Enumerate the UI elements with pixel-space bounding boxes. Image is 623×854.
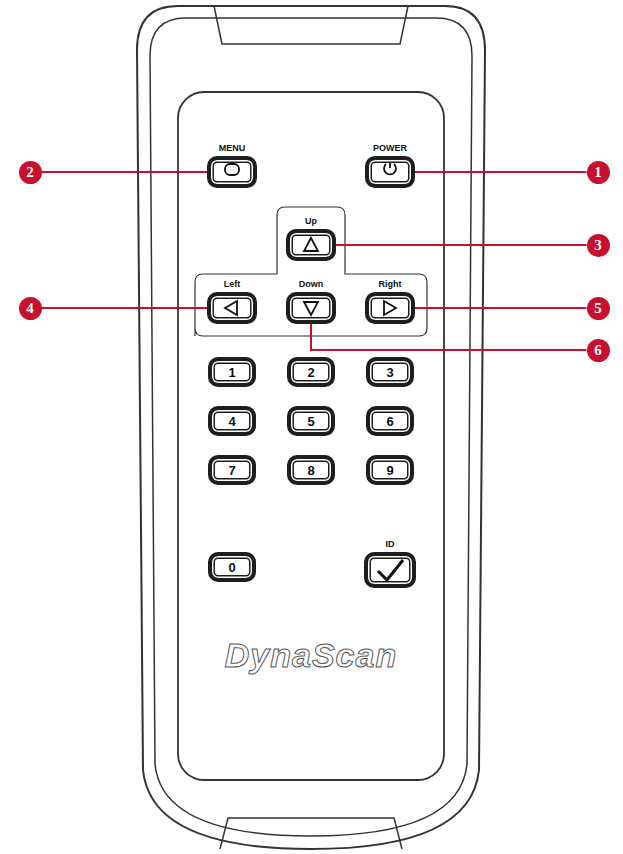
top-notch <box>214 6 408 44</box>
key-digit: 3 <box>386 365 393 380</box>
direction-group-outline <box>195 207 427 336</box>
remote-button: Down <box>286 292 336 324</box>
callout-circle: 6 <box>587 339 610 362</box>
remote-button: 1 <box>208 357 256 387</box>
callout-number: 3 <box>594 238 602 253</box>
key-digit: 0 <box>228 560 235 575</box>
remote-button: 4 <box>208 406 256 436</box>
remote-button: ID <box>364 552 416 588</box>
button-label: Up <box>305 216 317 227</box>
callout-circle: 2 <box>19 161 42 184</box>
leader-line <box>336 244 587 246</box>
remote-button: 2 <box>287 357 335 387</box>
key-digit: 7 <box>228 463 235 478</box>
callout-number: 2 <box>26 165 34 180</box>
leader-line <box>415 307 587 309</box>
right-triangle <box>384 301 396 315</box>
remote-button: MENU <box>207 156 257 188</box>
callout-circle: 1 <box>587 161 610 184</box>
leader-line <box>42 307 208 309</box>
callout-circle: 3 <box>587 234 610 257</box>
face-panel <box>178 92 444 780</box>
up-triangle <box>304 238 318 251</box>
callout-number: 4 <box>26 301 34 316</box>
remote-button: 6 <box>366 406 414 436</box>
callout-number: 1 <box>594 165 602 180</box>
bottom-notch <box>220 818 402 849</box>
remote-button: 9 <box>366 455 414 485</box>
leader-line <box>311 324 587 350</box>
button-label: MENU <box>219 143 246 154</box>
key-digit: 9 <box>386 463 393 478</box>
remote-button: Up <box>286 229 336 261</box>
housing-inner-edge <box>150 18 472 836</box>
remote-button: 0 <box>208 552 256 582</box>
remote-button: 7 <box>208 455 256 485</box>
callout-number: 6 <box>594 343 602 358</box>
menu-icon <box>225 164 239 175</box>
key-digit: 6 <box>386 414 393 429</box>
remote-button: POWER <box>365 156 415 188</box>
remote-body <box>137 6 485 849</box>
button-label: ID <box>386 539 395 550</box>
key-digit: 4 <box>228 414 235 429</box>
button-label: Down <box>299 279 324 290</box>
power-icon <box>384 160 396 174</box>
left-triangle <box>225 301 237 315</box>
callout-circle: 4 <box>19 297 42 320</box>
down-triangle <box>304 302 318 315</box>
key-digit: 8 <box>307 463 314 478</box>
check-mark <box>378 560 403 580</box>
key-digit: 2 <box>307 365 314 380</box>
remote-button: 5 <box>287 406 335 436</box>
button-label: Left <box>224 279 241 290</box>
key-digit: 1 <box>228 365 235 380</box>
remote-button: Left <box>207 292 257 324</box>
callout-circle: 5 <box>587 297 610 320</box>
button-label: POWER <box>373 143 407 154</box>
button-label: Right <box>379 279 402 290</box>
remote-button: 8 <box>287 455 335 485</box>
remote-button: Right <box>365 292 415 324</box>
key-digit: 5 <box>307 414 314 429</box>
leader-line <box>415 171 587 173</box>
callout-number: 5 <box>594 301 602 316</box>
leader-line <box>42 171 208 173</box>
brand-logo: DynaScan <box>225 636 397 675</box>
remote-button: 3 <box>366 357 414 387</box>
remote-housing <box>137 6 485 849</box>
button-symbols <box>225 160 403 580</box>
